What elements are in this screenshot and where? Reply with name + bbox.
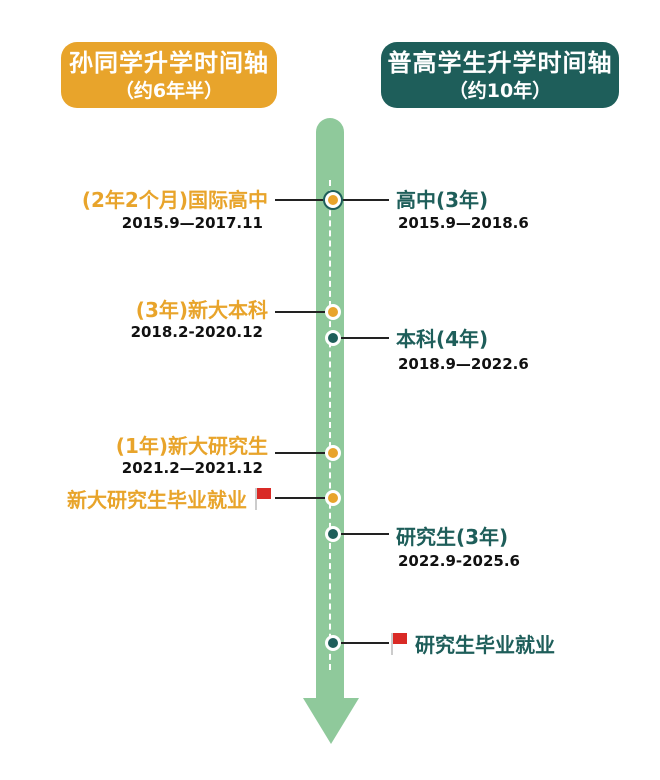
red-flag-icon (254, 488, 272, 510)
left-event-graduation: 新大研究生毕业就业 (67, 484, 272, 513)
left-header-subtitle: （约6年半） (114, 80, 224, 102)
left-event-title: (1年)新大研究生 (115, 434, 268, 458)
left-event-title: 新大研究生毕业就业 (67, 488, 248, 512)
connector-line (275, 452, 325, 454)
left-event-title: (2年2个月)国际高中 (81, 188, 268, 212)
right-event-title: 研究生毕业就业 (414, 633, 555, 657)
connector-line (275, 311, 325, 313)
left-event-title: (3年)新大本科 (135, 298, 268, 322)
connector-line (275, 497, 325, 499)
right-event-title: 高中(3年) (396, 188, 489, 212)
connector-line (341, 642, 389, 644)
connector-line (341, 199, 389, 201)
right-event-title: 本科(4年) (396, 327, 489, 351)
red-flag-icon (390, 633, 408, 655)
right-event-graduation: 研究生毕业就业 (390, 629, 555, 658)
right-event-date: 2018.9—2022.6 (398, 355, 529, 373)
right-header-subtitle: （约10年） (448, 80, 552, 102)
left-timeline-header: 孙同学升学时间轴 （约6年半） (61, 42, 277, 108)
timeline-dot-right (325, 526, 341, 542)
right-header-title: 普高学生升学时间轴 (387, 49, 613, 77)
timeline-dashed-line (329, 180, 331, 670)
left-header-title: 孙同学升学时间轴 (69, 49, 269, 77)
right-event-title: 研究生(3年) (396, 525, 509, 549)
timeline-dot-left (325, 445, 341, 461)
timeline-dot-shared (325, 192, 341, 208)
timeline-dot-right (325, 635, 341, 651)
left-event-date: 2015.9—2017.11 (121, 214, 263, 232)
left-event-date: 2018.2-2020.12 (130, 323, 263, 341)
timeline-dot-left (325, 304, 341, 320)
timeline-dot-right (325, 330, 341, 346)
connector-line (275, 199, 325, 201)
connector-line (341, 533, 389, 535)
timeline-dot-left (325, 490, 341, 506)
connector-line (341, 337, 389, 339)
timeline-arrow-down-icon (303, 698, 359, 744)
left-event-date: 2021.2—2021.12 (121, 459, 263, 477)
right-timeline-header: 普高学生升学时间轴 （约10年） (381, 42, 619, 108)
right-event-date: 2022.9-2025.6 (398, 552, 520, 570)
right-event-date: 2015.9—2018.6 (398, 214, 529, 232)
